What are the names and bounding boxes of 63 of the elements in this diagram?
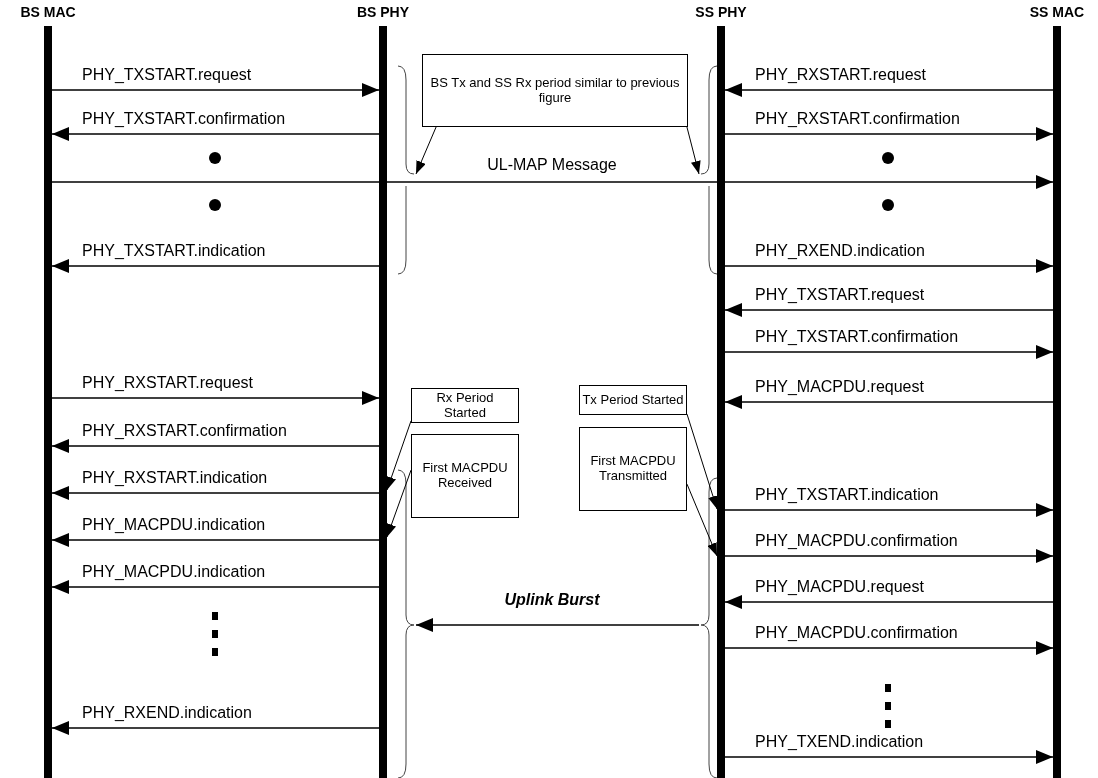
edge-label: PHY_MACPDU.request — [755, 578, 924, 596]
edge-label: PHY_RXEND.indication — [755, 242, 925, 260]
edge-label: PHY_TXSTART.request — [82, 66, 252, 84]
message-arrow — [724, 595, 1054, 609]
leader-arrow — [686, 483, 718, 557]
message-arrow — [724, 395, 1054, 409]
edge-label: PHY_TXSTART.request — [755, 286, 925, 304]
edge-label: PHY_MACPDU.confirmation — [755, 624, 958, 642]
edge-label: PHY_TXSTART.confirmation — [82, 110, 286, 128]
note-box: BS Tx and SS Rx period similar to previous figure — [422, 54, 688, 127]
message-arrow — [724, 549, 1054, 563]
lifeline-label: SS PHY — [695, 4, 747, 20]
edge-label: PHY_RXSTART.indication — [82, 469, 268, 487]
message-arrow — [724, 345, 1054, 359]
leader-arrow — [686, 413, 718, 510]
leader-arrow — [415, 126, 437, 175]
message-arrow — [51, 486, 380, 500]
brace — [700, 477, 718, 778]
note-box: Tx Period Started — [579, 385, 687, 415]
note-box: First MACPDU Transmitted — [579, 427, 687, 511]
leader-arrow — [386, 469, 412, 538]
message-arrow — [51, 439, 380, 453]
edge-label: PHY_TXSTART.indication — [82, 242, 266, 260]
edge-label: PHY_MACPDU.indication — [82, 563, 266, 581]
edge-label: PHY_RXSTART.request — [82, 374, 254, 392]
note-box: First MACPDU Received — [411, 434, 519, 518]
leader-arrow — [686, 126, 701, 175]
message-arrow — [51, 580, 380, 594]
edge-label: UL-MAP Message — [487, 156, 617, 174]
edge-label: PHY_MACPDU.confirmation — [755, 532, 958, 550]
message-arrow — [724, 503, 1054, 517]
edge-label: PHY_TXSTART.confirmation — [755, 328, 959, 346]
edge-label: Uplink Burst — [504, 591, 600, 609]
brace — [397, 65, 415, 175]
leader-arrow — [386, 420, 412, 491]
lifeline-label: BS PHY — [356, 4, 410, 20]
brace — [700, 65, 718, 175]
lifeline-label: SS MAC — [1029, 4, 1085, 20]
brace — [397, 469, 415, 778]
edge-label: PHY_TXEND.indication — [755, 733, 924, 751]
edge-label: PHY_RXSTART.confirmation — [82, 422, 287, 440]
edge-label: PHY_MACPDU.request — [755, 378, 924, 396]
edge-label: PHY_RXSTART.request — [755, 66, 927, 84]
message-arrow — [51, 391, 380, 405]
note-box: Rx Period Started — [411, 388, 519, 423]
message-arrow — [51, 259, 380, 273]
message-arrow — [51, 721, 380, 735]
message-arrow — [724, 83, 1054, 97]
edge-label: PHY_MACPDU.indication — [82, 516, 266, 534]
edge-label: PHY_TXSTART.indication — [755, 486, 939, 504]
message-arrow — [51, 175, 1054, 189]
message-arrow — [51, 83, 380, 97]
message-arrow — [51, 533, 380, 547]
message-arrow — [724, 641, 1054, 655]
edge-label: PHY_RXEND.indication — [82, 704, 252, 722]
message-arrow — [724, 127, 1054, 141]
edge-label: PHY_RXSTART.confirmation — [755, 110, 960, 128]
arrow — [415, 618, 700, 632]
lifeline-label: BS MAC — [20, 4, 76, 20]
message-arrow — [724, 750, 1054, 764]
message-arrow — [724, 259, 1054, 273]
message-arrow — [51, 127, 380, 141]
message-arrow — [724, 303, 1054, 317]
